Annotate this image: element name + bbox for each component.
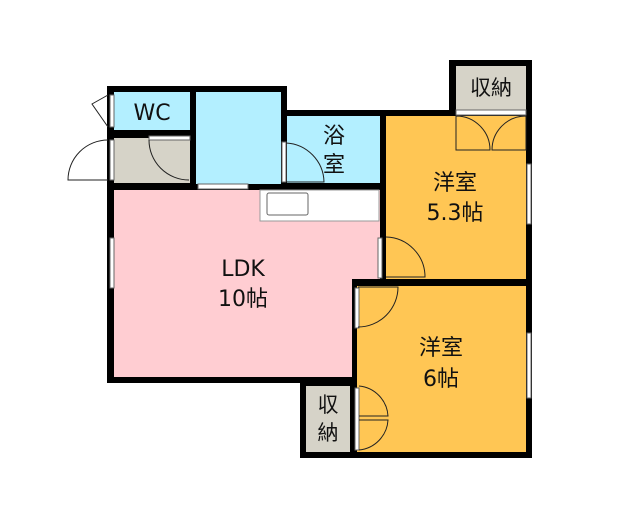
windows bbox=[109, 94, 532, 451]
western-2-size: 6帖 bbox=[423, 367, 459, 392]
wc-label: WC bbox=[133, 101, 170, 126]
storage-bottom-label-2: 納 bbox=[318, 421, 339, 445]
door-swings bbox=[67, 94, 527, 451]
western-1-size: 5.3帖 bbox=[427, 201, 484, 226]
ldk-label: LDK bbox=[221, 257, 265, 282]
room-storage-bottom bbox=[306, 386, 350, 452]
kitchen-sink bbox=[266, 192, 309, 216]
room-ldk bbox=[114, 190, 380, 377]
storage-bottom-label-1: 収 bbox=[318, 393, 339, 417]
room-entrance bbox=[114, 138, 190, 183]
western-2-label: 洋室 bbox=[419, 336, 463, 361]
room-western-2 bbox=[357, 286, 526, 452]
storage-top-label: 収納 bbox=[470, 76, 512, 100]
room-storage-top bbox=[456, 66, 526, 110]
western-1-label: 洋室 bbox=[433, 171, 477, 196]
ldk-size: 10帖 bbox=[218, 287, 268, 312]
bath-label-1: 浴 bbox=[323, 124, 345, 149]
bath-label-2: 室 bbox=[323, 153, 345, 178]
room-bath bbox=[287, 116, 380, 183]
room-wc bbox=[114, 92, 190, 130]
room-washroom bbox=[196, 92, 281, 184]
